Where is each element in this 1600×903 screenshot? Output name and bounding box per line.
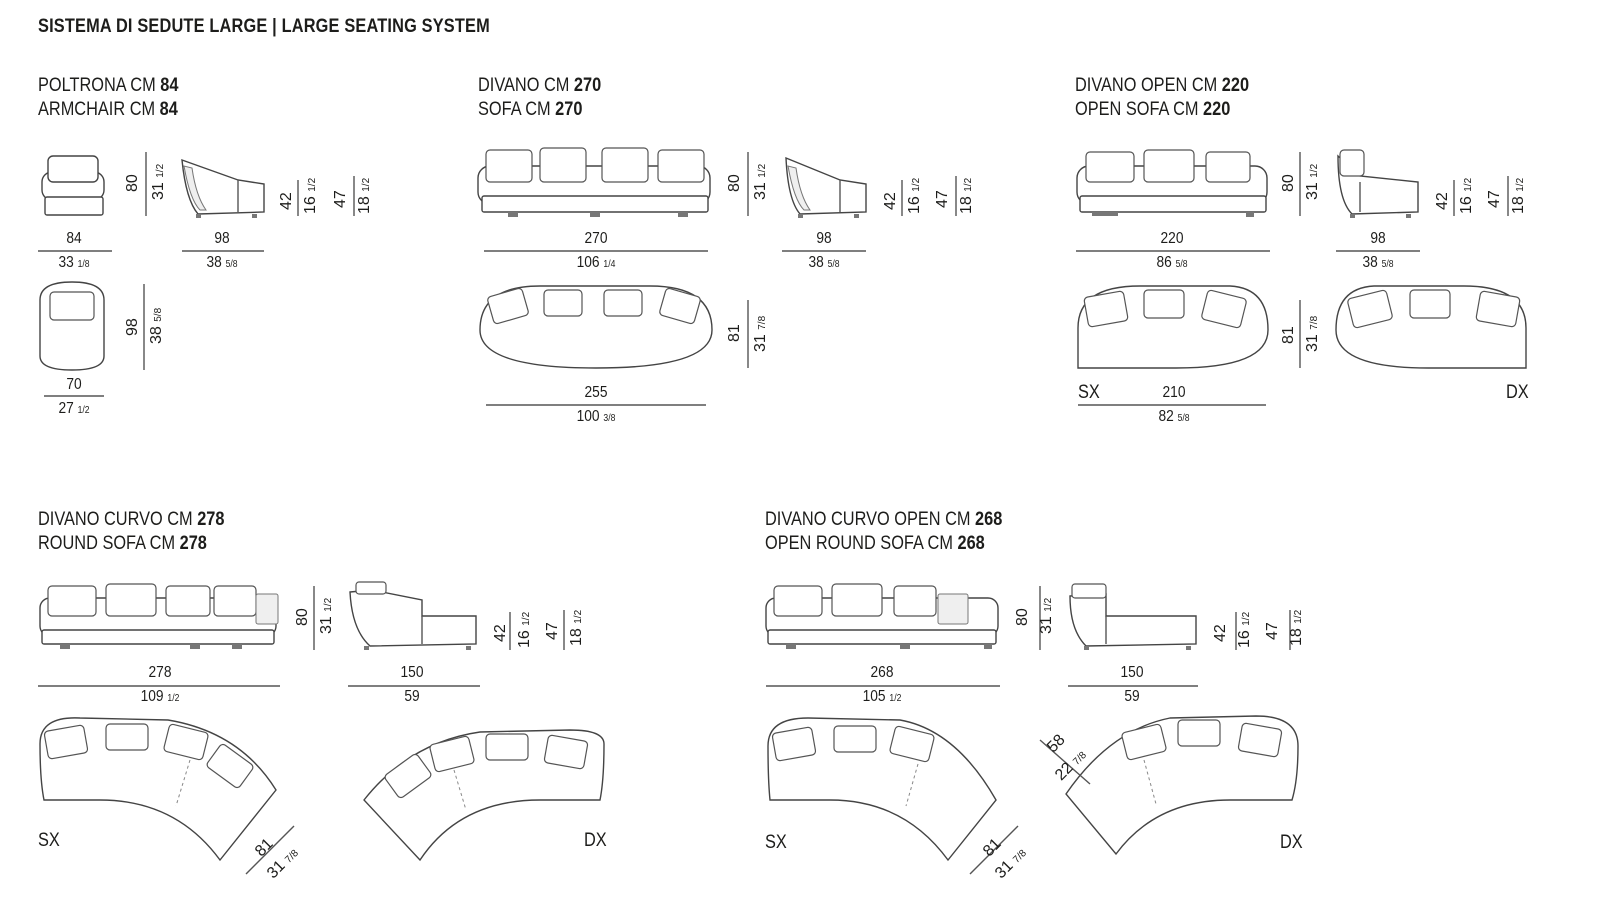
round-sofa-depth-in: 59 [404,688,420,705]
open-sofa-width-in: 86 5/8 [1156,254,1188,271]
open-sofa-plan-view-sx [1077,285,1269,369]
open-sofa-heading: DIVANO OPEN CM 220 OPEN SOFA CM 220 [1075,75,1250,120]
round-sofa-width-in: 109 1/2 [140,688,180,705]
open-sofa-arm-h-in: 18 1/2 [1510,177,1527,214]
round-sofa-height-cm: 80 [294,608,311,626]
open-round-sofa-height-in: 31 1/2 [1038,597,1055,634]
open-sofa-plan-width-in: 82 5/8 [1158,408,1190,425]
round-sofa-side-view [349,581,477,650]
armchair-front-view [41,155,105,216]
open-round-sofa-plan-view-dx [1065,715,1299,856]
round-sofa-arm-h-in: 18 1/2 [568,609,585,646]
open-sofa-plan-view-dx [1335,285,1527,369]
open-round-sofa-sx-label: SX [765,832,787,853]
open-sofa-depth-in: 38 5/8 [1362,254,1394,271]
open-sofa-plan-depth-cm: 81 [1280,326,1297,344]
sofa-plan-view [479,285,713,369]
round-sofa-plan-view-dx [363,729,605,862]
armchair-arm-h-cm: 47 [332,190,349,208]
armchair-height-in: 31 1/2 [150,163,167,200]
round-sofa-sx-label: SX [38,830,60,851]
open-sofa-plan-width-cm: 210 [1162,384,1186,401]
round-sofa-heading: DIVANO CURVO CM 278 ROUND SOFA CM 278 [38,509,225,554]
open-sofa-width-cm: 220 [1160,230,1184,247]
open-round-sofa-seat-h-in: 16 1/2 [1236,611,1253,648]
open-round-sofa-plan-view-sx [767,717,997,862]
sofa-seat-h-in: 16 1/2 [906,177,923,214]
open-round-sofa-height-cm: 80 [1014,608,1031,626]
armchair-side-view [181,158,265,218]
open-round-sofa-width-in: 105 1/2 [862,688,902,705]
armchair-height-cm: 80 [124,174,141,192]
armchair-width-in: 33 1/8 [58,254,90,271]
armchair-seat-h-cm: 42 [278,192,295,210]
open-sofa-front-view [1076,149,1268,217]
armchair-arm-h-in: 18 1/2 [356,177,373,214]
armchair-width-cm: 84 [66,230,82,247]
open-round-sofa-arm-h-cm: 47 [1264,622,1281,640]
sofa-front-view [477,147,711,217]
round-sofa-height-in: 31 1/2 [318,597,335,634]
open-round-sofa-dx-label: DX [1280,832,1303,853]
open-round-sofa-arm-h-in: 18 1/2 [1288,609,1305,646]
round-sofa-front-view [39,583,279,649]
armchair-plan-depth-cm: 98 [124,318,141,336]
round-sofa-seat-h-cm: 42 [492,624,509,642]
open-sofa-depth-cm: 98 [1370,230,1386,247]
open-round-sofa-front-view [765,583,999,649]
sofa-depth-in: 38 5/8 [808,254,840,271]
sofa-plan-width-cm: 255 [584,384,608,401]
round-sofa-dx-label: DX [584,830,607,851]
armchair-heading: POLTRONA CM 84 ARMCHAIR CM 84 [38,75,179,120]
armchair-plan-view [39,281,105,371]
open-sofa-height-cm: 80 [1280,174,1297,192]
round-sofa-depth-cm: 150 [400,664,424,681]
open-round-sofa-side-view [1069,583,1197,650]
open-sofa-dx-label: DX [1506,382,1529,403]
sofa-seat-h-cm: 42 [882,192,899,210]
sofa-plan-depth-cm: 81 [726,324,743,342]
sofa-height-cm: 80 [726,174,743,192]
armchair-plan-width-cm: 70 [66,376,82,393]
round-sofa-arm-h-cm: 47 [544,622,561,640]
armchair-seat-h-in: 16 1/2 [302,177,319,214]
round-sofa-seat-h-in: 16 1/2 [516,611,533,648]
sofa-plan-depth-in: 31 7/8 [752,315,769,352]
open-round-sofa-width-cm: 268 [870,664,894,681]
sofa-width-in: 106 1/4 [576,254,616,271]
open-round-sofa-depth-cm: 150 [1120,664,1144,681]
sofa-arm-h-cm: 47 [934,190,951,208]
page-title: SISTEMA DI SEDUTE LARGE | LARGE SEATING … [38,16,490,37]
open-sofa-height-in: 31 1/2 [1304,163,1321,200]
open-sofa-plan-depth-in: 31 7/8 [1304,315,1321,352]
sofa-height-in: 31 1/2 [752,163,769,200]
sofa-heading: DIVANO CM 270 SOFA CM 270 [478,75,602,120]
armchair-depth-cm: 98 [214,230,230,247]
open-round-sofa-heading: DIVANO CURVO OPEN CM 268 OPEN ROUND SOFA… [765,509,1003,554]
open-round-sofa-depth-in: 59 [1124,688,1140,705]
open-round-sofa-seat-h-cm: 42 [1212,624,1229,642]
armchair-depth-in: 38 5/8 [206,254,238,271]
sofa-plan-width-in: 100 3/8 [576,408,616,425]
open-sofa-arm-h-cm: 47 [1486,190,1503,208]
open-sofa-seat-h-cm: 42 [1434,192,1451,210]
open-sofa-side-view [1337,149,1419,218]
sofa-width-cm: 270 [584,230,608,247]
round-sofa-width-cm: 278 [148,664,172,681]
open-sofa-sx-label: SX [1078,382,1100,403]
round-sofa-plan-view-sx [39,717,277,862]
sofa-arm-h-in: 18 1/2 [958,177,975,214]
open-sofa-seat-h-in: 16 1/2 [1458,177,1475,214]
armchair-plan-depth-in: 38 5/8 [148,307,165,344]
armchair-plan-width-in: 27 1/2 [58,400,90,417]
sofa-depth-cm: 98 [816,230,832,247]
sofa-side-view [785,156,867,218]
